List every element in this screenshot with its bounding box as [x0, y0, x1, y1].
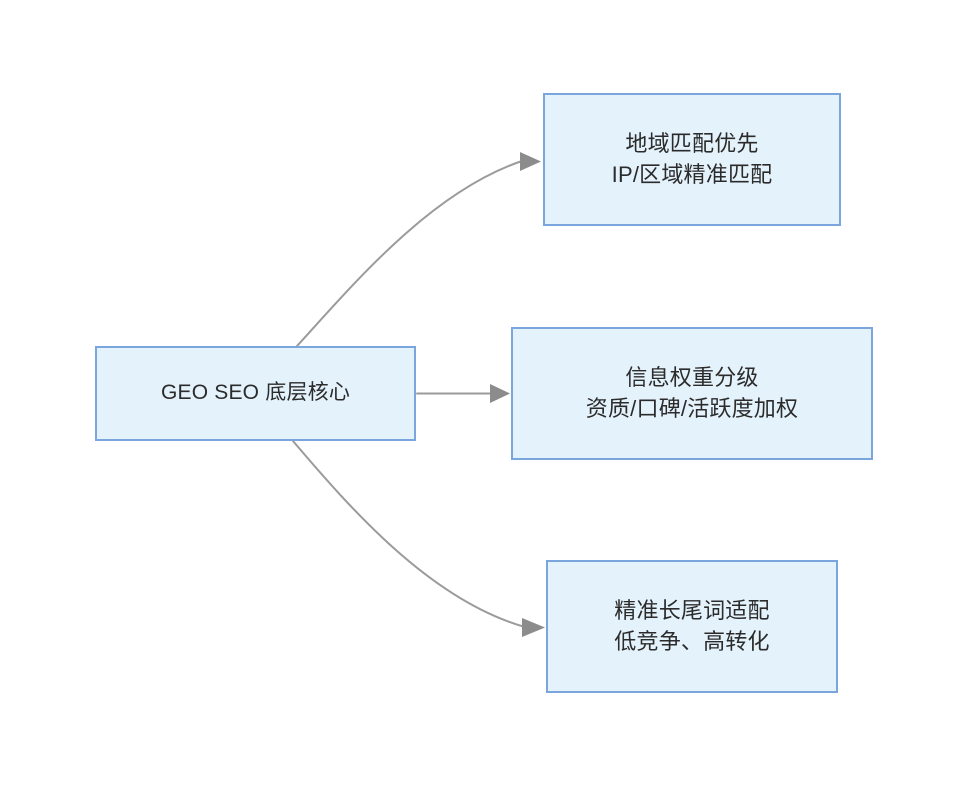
edge-path-branch-1: [296, 160, 523, 347]
node-branch-3-line-2: 低竞争、高转化: [614, 628, 770, 654]
node-root-line-1: GEO SEO 底层核心: [160, 381, 351, 405]
node-branch-1-line-1: 地域匹配优先: [625, 131, 759, 157]
edge-root-to-branch-2: [416, 384, 510, 403]
node-branch-3-line-1: 精准长尾词适配: [614, 598, 770, 624]
node-branch-3[interactable]: 精准长尾词适配 低竞争、高转化: [546, 560, 838, 693]
arrowhead-branch-1: [520, 152, 541, 171]
node-branch-1[interactable]: 地域匹配优先 IP/区域精准匹配: [543, 93, 841, 226]
edge-root-to-branch-1: [296, 152, 541, 347]
node-branch-2[interactable]: 信息权重分级 资质/口碑/活跃度加权: [511, 327, 873, 460]
arrowhead-branch-2: [490, 384, 510, 403]
node-branch-2-line-2: 资质/口碑/活跃度加权: [585, 395, 799, 421]
edge-path-branch-3: [292, 440, 526, 628]
arrowhead-branch-3: [522, 618, 545, 637]
node-root[interactable]: GEO SEO 底层核心: [95, 346, 416, 441]
node-branch-1-line-2: IP/区域精准匹配: [611, 161, 773, 187]
edge-root-to-branch-3: [292, 440, 545, 637]
node-branch-2-line-1: 信息权重分级: [625, 365, 759, 391]
